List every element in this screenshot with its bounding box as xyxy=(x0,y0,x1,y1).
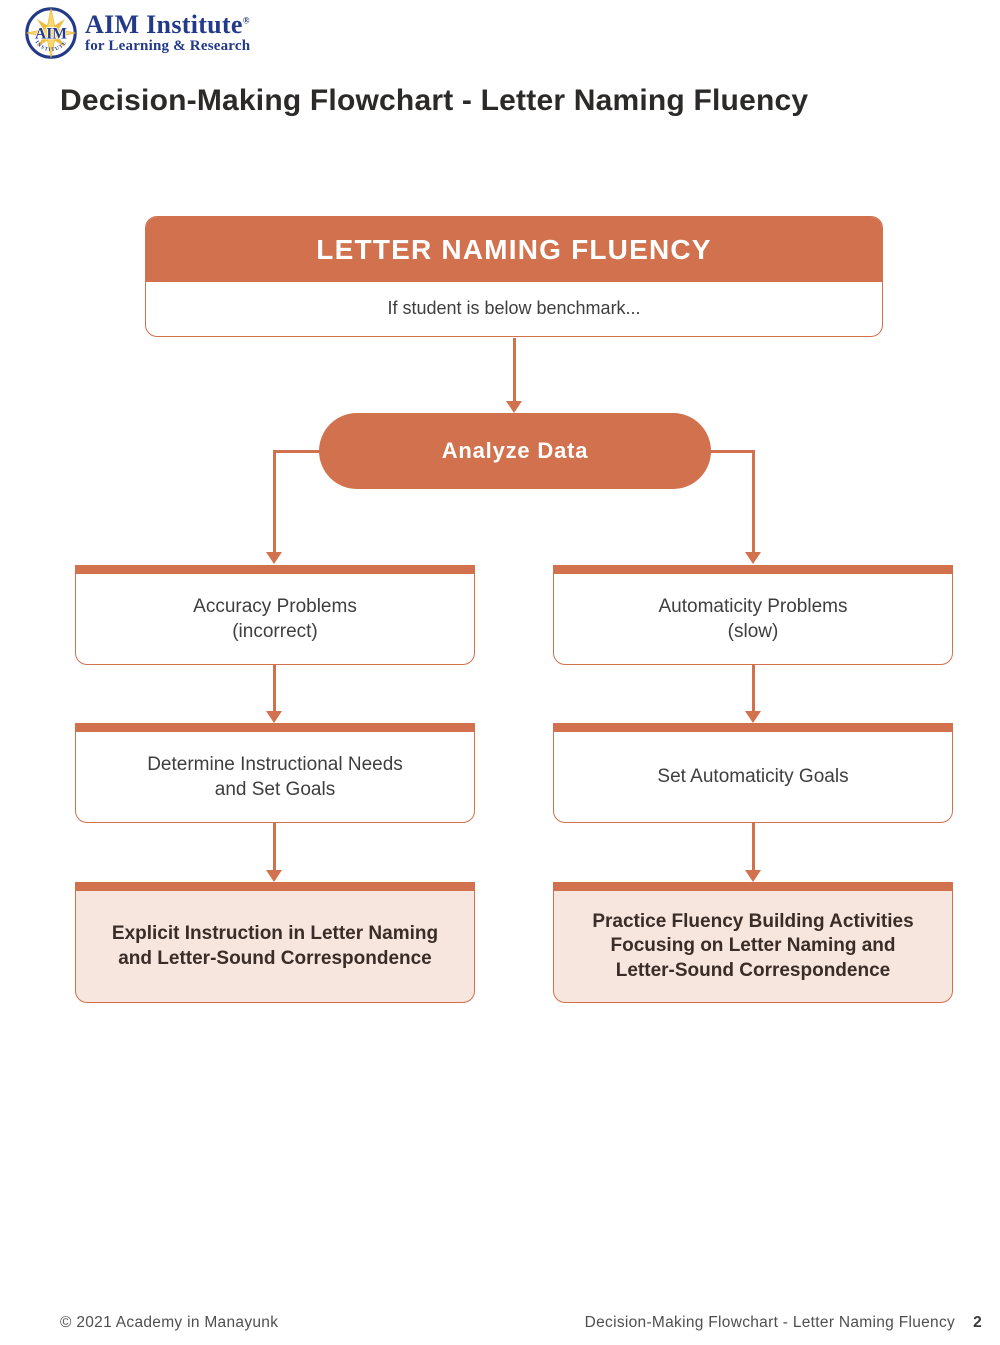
registered-trademark: ® xyxy=(242,15,250,26)
connector-goals-to-practice-line xyxy=(752,823,755,871)
connector-automaticity-to-goals-line xyxy=(752,665,755,712)
flow-node-root-header: LETTER NAMING FLUENCY xyxy=(146,217,882,282)
flow-node-determine-needs: Determine Instructional Needs and Set Go… xyxy=(75,723,475,823)
flow-node-root-condition: If student is below benchmark... xyxy=(387,298,641,318)
logo-name: AIM Institute® xyxy=(85,9,250,39)
connector-goals-to-practice-arrowhead-icon xyxy=(745,870,761,882)
connector-root-to-analyze-arrowhead-icon xyxy=(506,401,522,413)
aim-institute-logo: AIM INSTITUTE AIM Institute® for Learnin… xyxy=(25,7,250,59)
footer-right-group: Decision-Making Flowchart - Letter Namin… xyxy=(585,1314,982,1332)
page-footer: © 2021 Academy in Manayunk Decision-Maki… xyxy=(60,1314,982,1336)
compass-star-cardinal xyxy=(26,8,76,58)
connector-analyze-left-vertical xyxy=(273,450,276,553)
footer-doc-title: Decision-Making Flowchart - Letter Namin… xyxy=(584,1314,956,1331)
flow-node-set-automaticity-goals: Set Automaticity Goals xyxy=(553,723,953,823)
flow-node-analyze-data: Analyze Data xyxy=(319,413,711,489)
connector-automaticity-to-goals-arrowhead-icon xyxy=(745,711,761,723)
connector-analyze-right-arrowhead-icon xyxy=(745,552,761,564)
flow-node-root: LETTER NAMING FLUENCY If student is belo… xyxy=(145,216,883,337)
connector-needs-to-instruction-arrowhead-icon xyxy=(266,870,282,882)
flow-node-automaticity-problems: Automaticity Problems (slow) xyxy=(553,565,953,665)
connector-accuracy-to-needs-line xyxy=(273,665,276,712)
connector-analyze-right-horizontal xyxy=(710,450,755,453)
logo-tagline: for Learning & Research xyxy=(85,38,251,55)
flow-node-practice-fluency: Practice Fluency Building Activities Foc… xyxy=(553,882,953,1003)
page-title: Decision-Making Flowchart - Letter Namin… xyxy=(60,84,809,117)
logo-wordmark: AIM Institute® for Learning & Research xyxy=(85,11,250,55)
connector-analyze-left-horizontal xyxy=(274,450,320,453)
connector-needs-to-instruction-line xyxy=(273,823,276,871)
connector-accuracy-to-needs-arrowhead-icon xyxy=(266,711,282,723)
aim-badge-icon: AIM INSTITUTE xyxy=(25,7,77,59)
connector-root-to-analyze-line xyxy=(513,338,516,402)
connector-analyze-right-vertical xyxy=(752,450,755,553)
flow-node-accuracy-problems: Accuracy Problems (incorrect) xyxy=(75,565,475,665)
connector-analyze-left-arrowhead-icon xyxy=(266,552,282,564)
footer-copyright: © 2021 Academy in Manayunk xyxy=(60,1314,279,1331)
flow-node-explicit-instruction: Explicit Instruction in Letter Naming an… xyxy=(75,882,475,1003)
footer-page-number: 2 xyxy=(973,1314,982,1331)
badge-aim-text: AIM xyxy=(35,26,67,43)
